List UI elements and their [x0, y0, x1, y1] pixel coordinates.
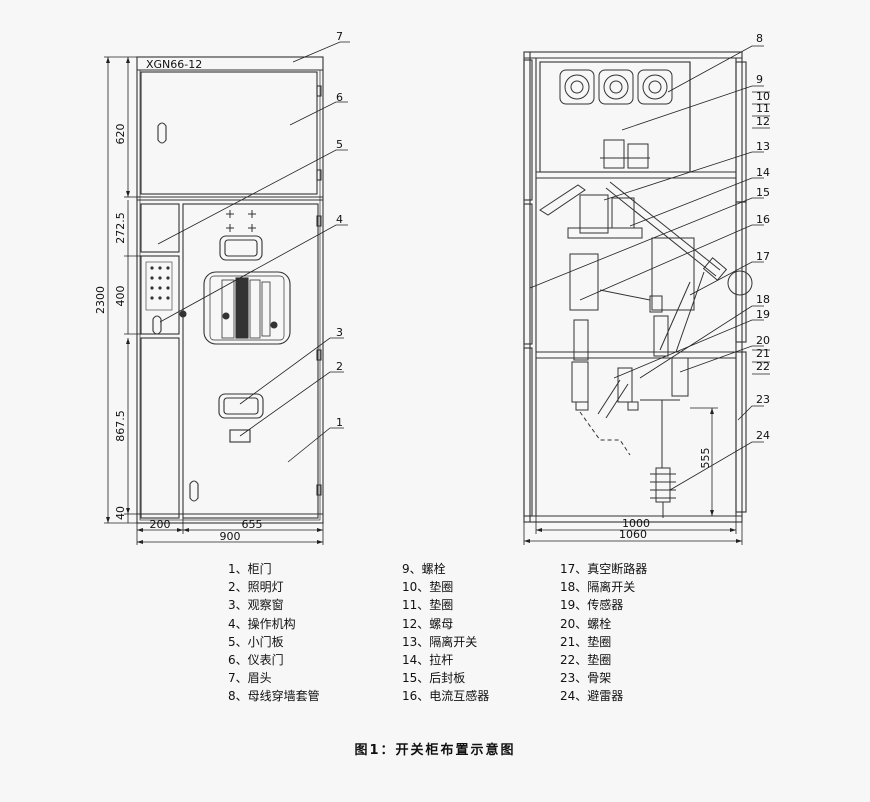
- legend: 1、柜门 2、照明灯 3、观察窗 4、操作机构 5、小门板 6、仪表门 7、眉头…: [0, 560, 870, 720]
- legend-item: 14、拉杆: [402, 652, 454, 667]
- callout-15: 15: [756, 186, 770, 199]
- legend-item: 22、垫圈: [560, 652, 612, 667]
- legend-item: 17、真空断路器: [560, 562, 648, 576]
- callout-3: 3: [336, 326, 343, 339]
- legend-column-3: 17、真空断路器 18、隔离开关 19、传感器 20、螺栓 21、垫圈 22、垫…: [560, 560, 647, 706]
- legend-item: 20、螺栓: [560, 616, 612, 631]
- callout-6: 6: [336, 91, 343, 104]
- callout-19: 19: [756, 308, 770, 321]
- callout-10: 10: [756, 90, 770, 103]
- legend-item: 23、骨架: [560, 671, 612, 686]
- callout-14: 14: [756, 166, 770, 179]
- callout-16: 16: [756, 213, 770, 226]
- callout-17: 17: [756, 250, 770, 263]
- dim-555: 555: [699, 448, 712, 469]
- legend-item: 4、操作机构: [228, 616, 296, 631]
- left-callout-leaders: [157, 41, 350, 463]
- legend-item: 12、螺母: [402, 616, 454, 631]
- dim-620: 620: [114, 124, 127, 145]
- dim-total-height: 2300: [94, 286, 107, 314]
- right-dimensions: [523, 407, 743, 545]
- dim-40: 40: [114, 506, 127, 520]
- callout-1: 1: [336, 416, 343, 429]
- callout-18: 18: [756, 293, 770, 306]
- callout-4: 4: [336, 213, 343, 226]
- button-dots: [150, 266, 170, 300]
- callout-22: 22: [756, 360, 770, 373]
- dim-1000: 1000: [622, 517, 650, 530]
- left-dim-labels: 2300 620 272.5 400 867.5 40 200 655 900: [94, 124, 263, 544]
- dim-400: 400: [114, 286, 127, 307]
- dim-1060: 1060: [619, 528, 647, 541]
- callout-11: 11: [756, 102, 770, 115]
- dim-200: 200: [150, 518, 171, 531]
- legend-item: 19、传感器: [560, 598, 624, 613]
- legend-item: 3、观察窗: [228, 598, 284, 613]
- legend-item: 6、仪表门: [228, 652, 284, 667]
- legend-item: 5、小门板: [228, 634, 284, 649]
- callout-7: 7: [336, 30, 343, 43]
- legend-item: 13、隔离开关: [402, 634, 478, 649]
- side-view: [523, 51, 747, 523]
- callout-2: 2: [336, 360, 343, 373]
- dim-867: 867.5: [114, 410, 127, 442]
- legend-item: 8、母线穿墙套管: [228, 689, 320, 704]
- legend-item: 7、眉头: [228, 671, 272, 686]
- callout-21: 21: [756, 347, 770, 360]
- callout-24: 24: [756, 429, 770, 442]
- right-callout-labels: 8 9 10 11 12 13 14 15 16 17 18 19 20 21 …: [756, 32, 770, 442]
- callout-9: 9: [756, 73, 763, 86]
- legend-column-1: 1、柜门 2、照明灯 3、观察窗 4、操作机构 5、小门板 6、仪表门 7、眉头…: [228, 560, 320, 706]
- legend-item: 18、隔离开关: [560, 580, 636, 595]
- legend-item: 16、电流互感器: [402, 689, 490, 704]
- dim-655: 655: [242, 518, 263, 531]
- right-dim-labels: 1000 1060 555: [619, 448, 712, 542]
- legend-item: 1、柜门: [228, 562, 272, 576]
- left-callout-labels: 7 6 5 4 3 2 1: [336, 30, 343, 429]
- dim-900: 900: [220, 530, 241, 543]
- callout-13: 13: [756, 140, 770, 153]
- legend-item: 11、垫圈: [402, 598, 454, 613]
- internal-components: [539, 139, 753, 518]
- legend-column-2: 9、螺栓 10、垫圈 11、垫圈 12、螺母 13、隔离开关 14、拉杆 15、…: [402, 560, 489, 706]
- dim-272: 272.5: [114, 212, 127, 244]
- callout-12: 12: [756, 115, 770, 128]
- legend-item: 2、照明灯: [228, 580, 284, 595]
- bus-bushings: [559, 69, 673, 105]
- left-dimensions: [104, 56, 324, 545]
- right-callout-leaders: [529, 45, 770, 491]
- callout-23: 23: [756, 393, 770, 406]
- callout-5: 5: [336, 138, 343, 151]
- figure-caption: 图1：开关柜布置示意图: [354, 743, 516, 758]
- callout-20: 20: [756, 334, 770, 347]
- legend-item: 24、避雷器: [560, 689, 624, 704]
- front-view: [136, 56, 324, 524]
- legend-item: 15、后封板: [402, 671, 466, 686]
- indicator-marks: [226, 210, 256, 232]
- model-label: XGN66-12: [146, 58, 202, 71]
- legend-item: 21、垫圈: [560, 634, 612, 649]
- callout-8: 8: [756, 32, 763, 45]
- legend-item: 9、螺栓: [402, 562, 446, 576]
- legend-item: 10、垫圈: [402, 580, 454, 595]
